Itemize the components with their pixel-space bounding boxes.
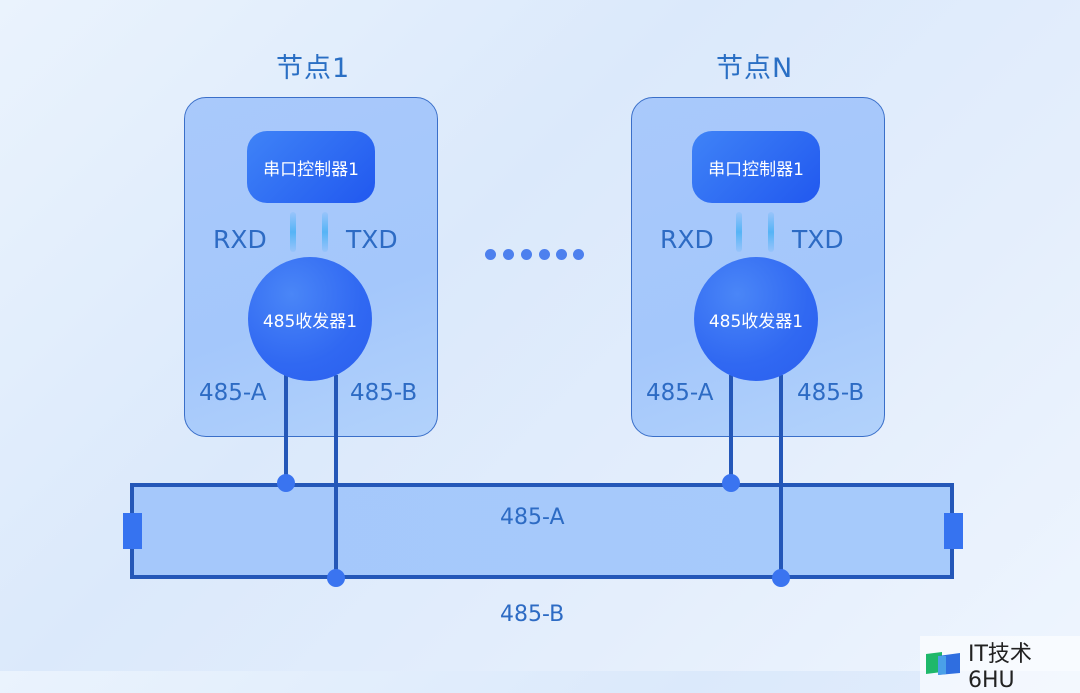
txd-label: TXD bbox=[792, 225, 844, 254]
rxd-wire bbox=[290, 212, 296, 252]
txd-wire bbox=[768, 212, 774, 252]
flag-logo-icon bbox=[924, 650, 962, 680]
a-line bbox=[284, 375, 288, 485]
bus-b-label: 485-B bbox=[500, 602, 565, 627]
a-line bbox=[729, 375, 733, 485]
b-line bbox=[779, 375, 783, 580]
node-title: 节点1 bbox=[276, 53, 351, 84]
left-terminator bbox=[123, 513, 142, 549]
rxd-label: RXD bbox=[213, 225, 267, 254]
rxd-label: RXD bbox=[660, 225, 714, 254]
watermark: IT技术6HU bbox=[920, 636, 1080, 693]
ellipsis-dot bbox=[556, 249, 567, 260]
serial-controller: 串口控制器1 bbox=[692, 131, 820, 203]
bus-cable bbox=[130, 483, 954, 579]
ellipsis-dot bbox=[485, 249, 496, 260]
b-line bbox=[334, 375, 338, 580]
ellipsis-dot bbox=[573, 249, 584, 260]
transceiver-485: 485收发器1 bbox=[248, 257, 372, 381]
serial-controller: 串口控制器1 bbox=[247, 131, 375, 203]
pin-a-label: 485-A bbox=[199, 380, 267, 406]
right-terminator bbox=[944, 513, 963, 549]
txd-label: TXD bbox=[346, 225, 398, 254]
transceiver-485: 485收发器1 bbox=[694, 257, 818, 381]
ellipsis-dot bbox=[521, 249, 532, 260]
pin-a-label: 485-A bbox=[646, 380, 714, 406]
junction-a bbox=[277, 474, 295, 492]
b-line-in-bus bbox=[779, 487, 783, 577]
junction-b bbox=[772, 569, 790, 587]
rxd-wire bbox=[736, 212, 742, 252]
txd-wire bbox=[322, 212, 328, 252]
node-title: 节点N bbox=[716, 53, 794, 84]
b-line-in-bus bbox=[334, 487, 338, 577]
ellipsis-dot bbox=[503, 249, 514, 260]
pin-b-label: 485-B bbox=[350, 380, 418, 406]
watermark-text: IT技术6HU bbox=[968, 642, 1032, 693]
ellipsis-dot bbox=[539, 249, 550, 260]
junction-b bbox=[327, 569, 345, 587]
junction-a bbox=[722, 474, 740, 492]
pin-b-label: 485-B bbox=[797, 380, 865, 406]
bus-a-label: 485-A bbox=[500, 505, 565, 530]
